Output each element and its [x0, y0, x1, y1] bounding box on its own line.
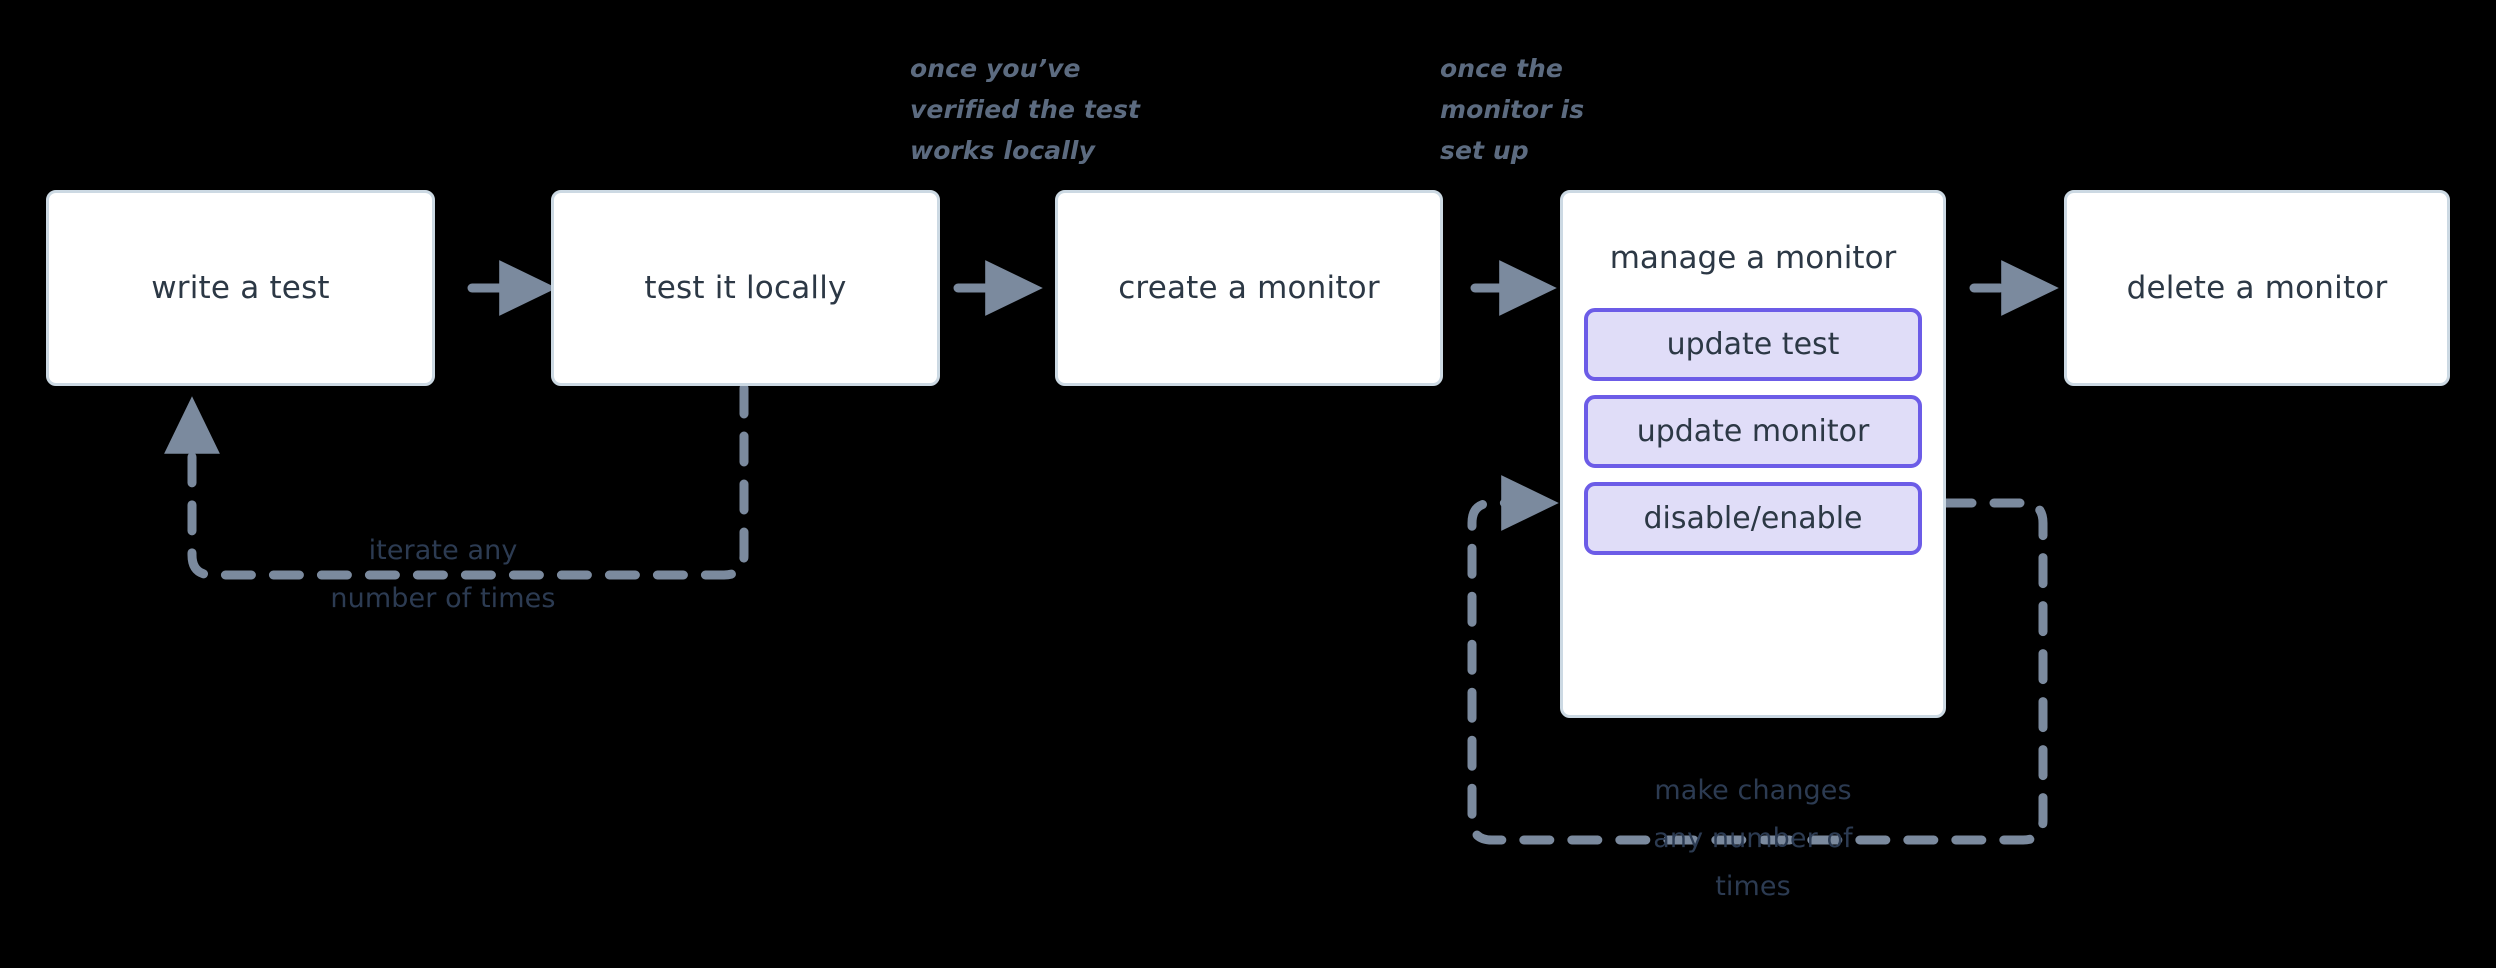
sub-node-update-monitor[interactable]: update monitor — [1584, 395, 1922, 468]
node-label: test it locally — [644, 270, 847, 306]
node-manage-a-monitor[interactable]: manage a monitor update test update moni… — [1560, 190, 1946, 718]
node-create-a-monitor[interactable]: create a monitor — [1055, 190, 1443, 386]
manage-actions-list: update test update monitor disable/enabl… — [1563, 308, 1943, 555]
node-label: create a monitor — [1118, 270, 1380, 306]
loop-label-make-changes: make changes any number of times — [1653, 775, 1853, 902]
node-delete-a-monitor[interactable]: delete a monitor — [2064, 190, 2450, 386]
sub-node-update-test[interactable]: update test — [1584, 308, 1922, 381]
sub-node-label: disable/enable — [1643, 501, 1863, 536]
loop-label-iterate: iterate any number of times — [330, 535, 556, 614]
sub-node-label: update test — [1666, 327, 1840, 362]
sub-node-label: update monitor — [1636, 414, 1870, 449]
node-write-a-test[interactable]: write a test — [46, 190, 435, 386]
annotation-verified-note: once you’ve verified the test works loca… — [910, 54, 1140, 165]
node-test-it-locally[interactable]: test it locally — [551, 190, 940, 386]
node-label: write a test — [151, 270, 330, 306]
group-title: manage a monitor — [1609, 240, 1897, 276]
annotation-monitor-setup-note: once the monitor is set up — [1440, 54, 1585, 165]
node-label: delete a monitor — [2126, 270, 2388, 306]
sub-node-disable-enable[interactable]: disable/enable — [1584, 482, 1922, 555]
